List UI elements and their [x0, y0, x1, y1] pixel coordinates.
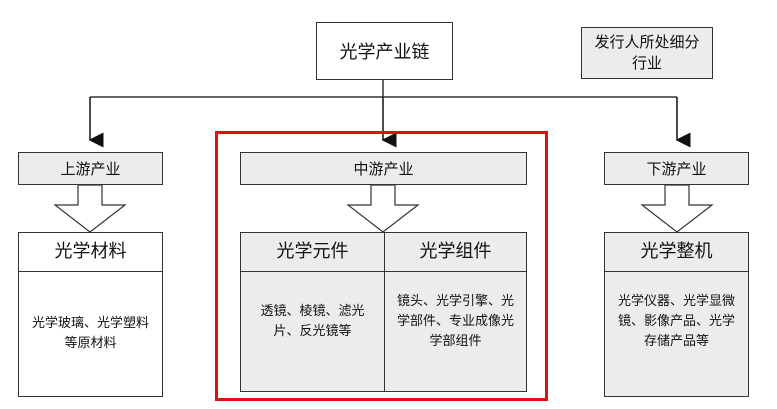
midstream-right-title: 光学组件: [385, 233, 526, 272]
midstream-right-desc: 镜头、光学引擎、光学部件、专业成像光学部组件: [396, 294, 514, 349]
upstream-panel-title: 光学材料: [19, 233, 162, 272]
block-arrow-midstream: [346, 184, 420, 233]
downstream-panel-title: 光学整机: [605, 233, 748, 272]
upstream-panel-desc: 光学玻璃、光学塑料等原材料: [31, 316, 149, 351]
downstream-panel: 光学整机 光学仪器、光学显微镜、影像产品、光学存储产品等: [604, 232, 749, 397]
block-arrow-upstream: [53, 184, 127, 233]
midstream-left-title: 光学元件: [241, 233, 384, 272]
segment-note-box: 发行人所处细分行业: [581, 27, 713, 79]
downstream-panel-desc: 光学仪器、光学显微镜、影像产品、光学存储产品等: [617, 294, 735, 349]
midstream-tier-label: 中游产业: [240, 152, 527, 185]
midstream-left-desc: 透镜、棱镜、滤光片、反光镜等: [260, 304, 365, 339]
highlight-frame: [215, 131, 548, 401]
midstream-left-panel: 光学元件 透镜、棱镜、滤光片、反光镜等: [240, 232, 385, 392]
root-node: 光学产业链: [316, 22, 453, 80]
upstream-tier-label: 上游产业: [18, 152, 163, 185]
midstream-right-panel: 光学组件 镜头、光学引擎、光学部件、专业成像光学部组件: [384, 232, 527, 392]
block-arrow-downstream: [640, 184, 714, 233]
upstream-panel: 光学材料 光学玻璃、光学塑料等原材料: [18, 232, 163, 397]
downstream-tier-label: 下游产业: [604, 152, 749, 185]
